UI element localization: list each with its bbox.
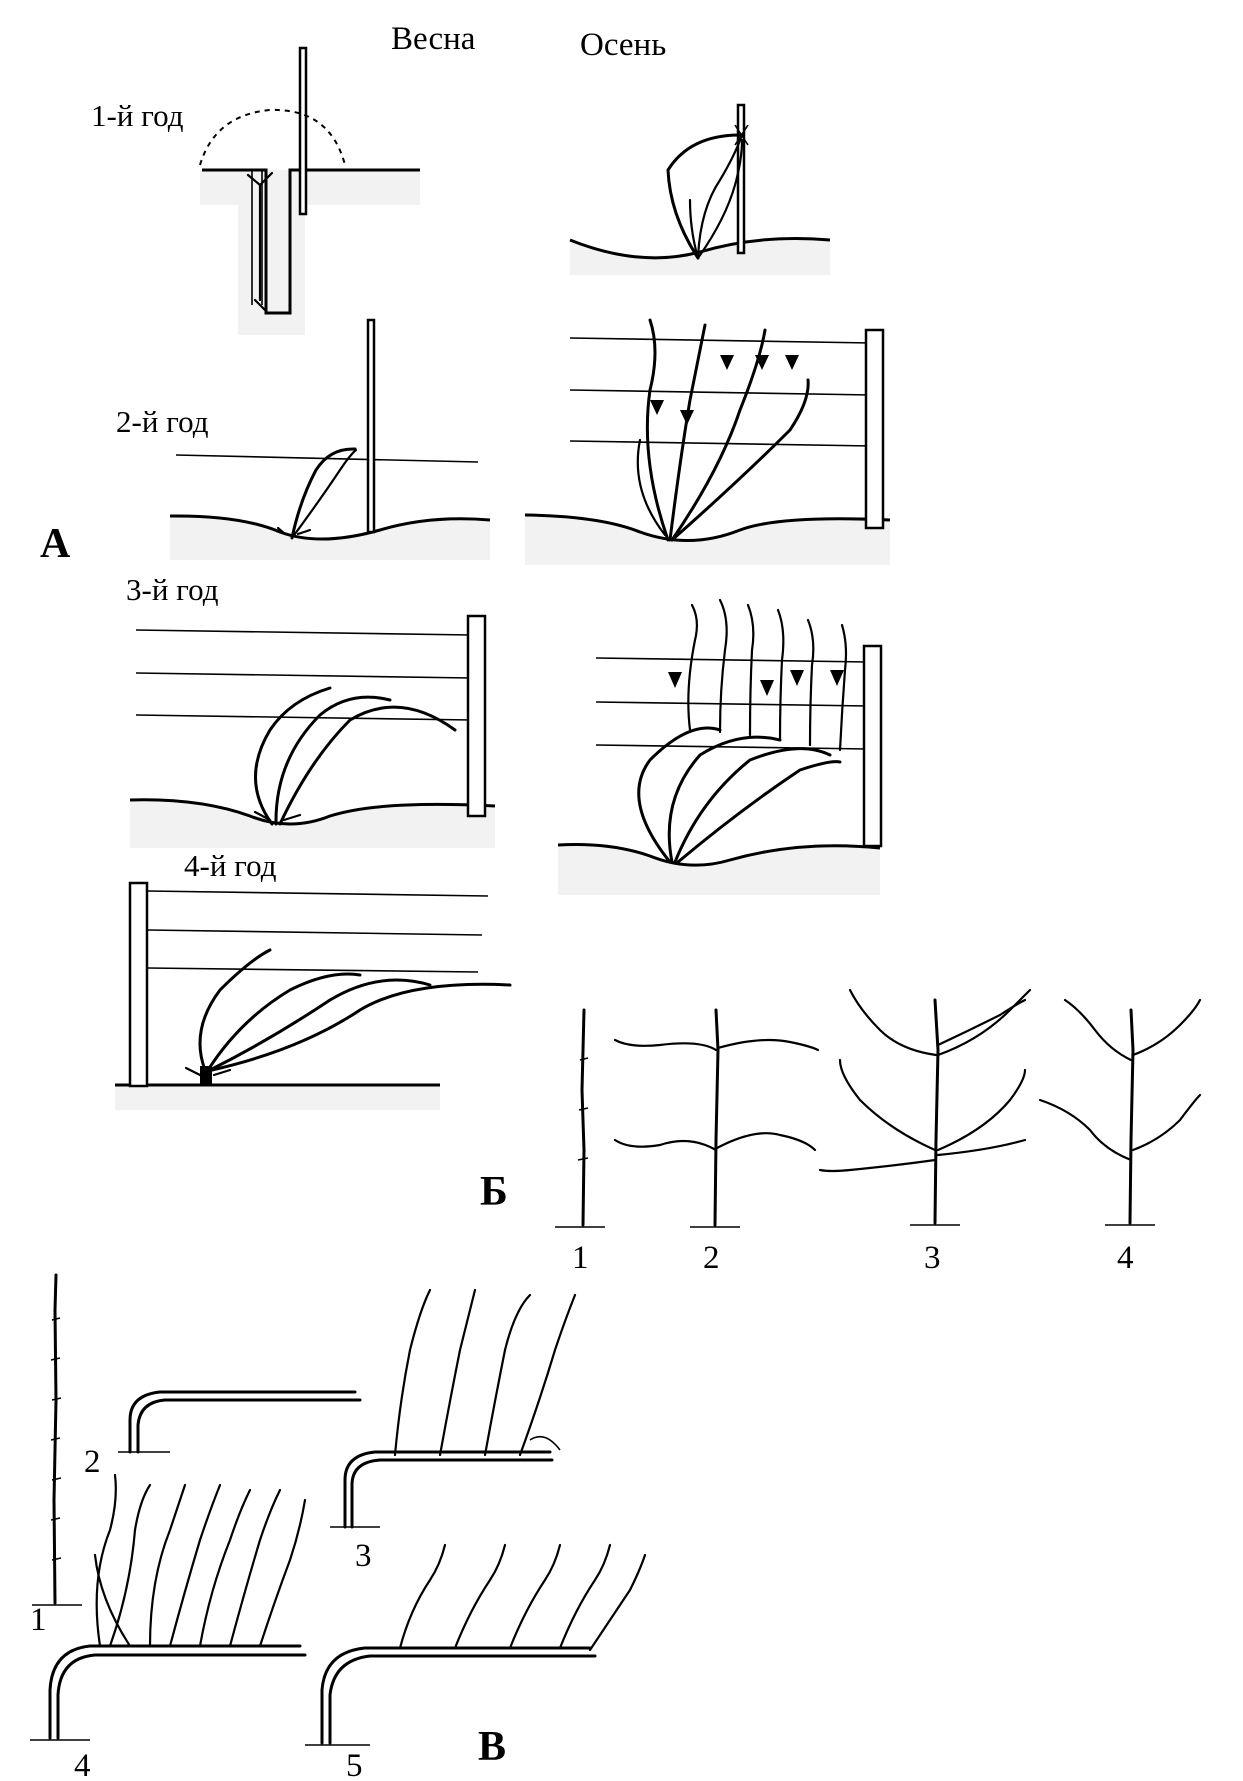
panel-c-figure-4: 4 <box>30 1473 307 1781</box>
panel-c-number-4: 4 <box>74 1748 91 1781</box>
panel-c-number-2: 2 <box>84 1444 101 1480</box>
panel-b-number-3: 3 <box>924 1240 941 1276</box>
panel-c-number-3: 3 <box>355 1538 372 1574</box>
year4-label: 4-й год <box>184 848 277 883</box>
panel-c-label: В <box>478 1724 506 1770</box>
year2-label: 2-й год <box>116 404 209 439</box>
year1-spring-planting: 1-й год <box>91 46 420 335</box>
panel-c-figure-2: 2 <box>84 1390 362 1480</box>
year2-autumn <box>524 318 891 565</box>
year1-autumn-shoots <box>569 103 831 275</box>
year2-spring: 2-й год <box>116 318 491 560</box>
autumn-header: Осень <box>580 27 666 63</box>
panel-b-label: Б <box>480 1169 508 1215</box>
year3-autumn <box>557 598 883 895</box>
panel-c: В 1 2 3 <box>30 1273 647 1781</box>
panel-c-number-5: 5 <box>346 1748 363 1781</box>
panel-b-tree-3: 3 <box>818 988 1032 1276</box>
panel-b-tree-4: 4 <box>1038 998 1202 1276</box>
year4-spring: 4-й год <box>115 848 512 1110</box>
panel-c-figure-5: 5 <box>305 1543 647 1781</box>
year1-label: 1-й год <box>91 98 184 133</box>
year3-spring: 3-й год <box>126 572 496 848</box>
spring-header: Весна <box>391 21 476 57</box>
panel-b-number-4: 4 <box>1117 1240 1134 1276</box>
panel-b: Б 1 2 3 <box>480 988 1202 1276</box>
panel-b-number-2: 2 <box>703 1240 720 1276</box>
panel-a: А 1-й год 2-й год <box>40 46 891 1110</box>
panel-b-tree-2: 2 <box>613 1008 820 1276</box>
panel-b-tree-1: 1 <box>555 1008 605 1276</box>
panel-b-number-1: 1 <box>572 1240 589 1276</box>
panel-c-figure-3: 3 <box>330 1288 577 1574</box>
panel-c-number-1: 1 <box>30 1602 47 1638</box>
panel-a-label: А <box>40 521 71 567</box>
panel-c-figure-1: 1 <box>30 1273 82 1638</box>
year3-label: 3-й год <box>126 572 219 607</box>
